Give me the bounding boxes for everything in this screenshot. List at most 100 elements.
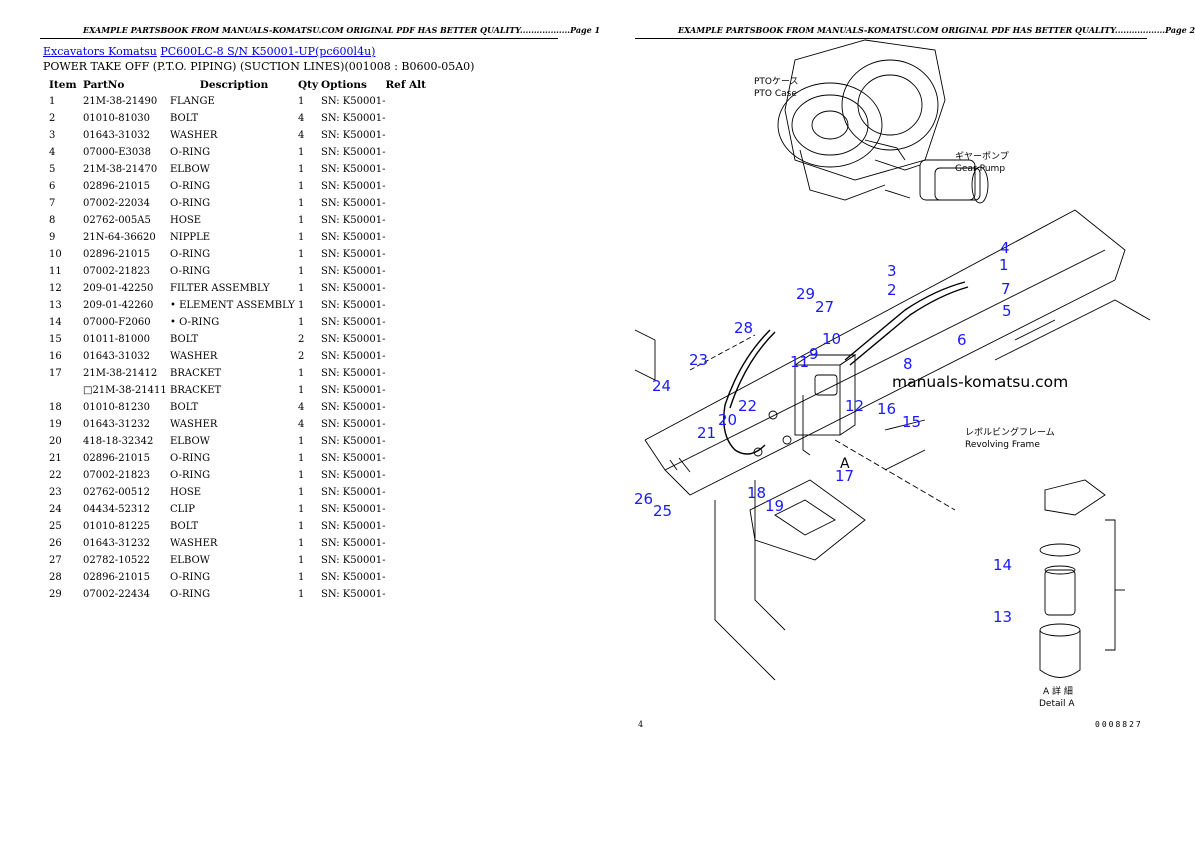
cell-desc: ELBOW — [170, 555, 210, 566]
cell-qty: 1 — [298, 521, 305, 532]
cell-qty: 1 — [298, 487, 305, 498]
cell-opt: SN: K50001- — [321, 334, 386, 345]
cell-ref — [385, 314, 429, 331]
cell-qty: 4 — [298, 130, 305, 141]
breadcrumb-link-excavators[interactable]: Excavators Komatsu — [43, 45, 157, 58]
cell-item: 5 — [49, 164, 56, 175]
pto-case-label-jp: PTOケース — [754, 76, 799, 87]
cell-ref — [385, 195, 429, 212]
cell-desc: BOLT — [170, 521, 199, 532]
cell-opt: SN: K50001- — [321, 521, 386, 532]
cell-ref — [385, 93, 429, 110]
cell-item: 11 — [49, 266, 62, 277]
cell-part: 01643-31232 — [83, 538, 151, 549]
cell-part: 01010-81230 — [83, 402, 151, 413]
cell-qty: 2 — [298, 351, 305, 362]
parts-list-page: EXAMPLE PARTSBOOK FROM MANUALS-KOMATSU.C… — [0, 0, 600, 842]
cell-qty: 1 — [298, 198, 305, 209]
callout-label: 23 — [689, 351, 708, 369]
column-header-qty: Qty — [298, 78, 319, 91]
cell-item: 2 — [49, 113, 56, 124]
cell-desc: ELBOW — [170, 164, 210, 175]
cell-qty: 1 — [298, 147, 305, 158]
cell-opt: SN: K50001- — [321, 232, 386, 243]
exploded-parts-diagram: PTOケース PTO Case ギヤーポンプ Gear Pump レボルビングフ… — [634, 39, 1151, 709]
callout-label: 24 — [652, 377, 671, 395]
cell-qty: 1 — [298, 300, 305, 311]
callout-label: 25 — [653, 502, 672, 520]
callout-label: 19 — [765, 497, 784, 515]
cell-item: 19 — [49, 419, 62, 430]
pto-case-drawing — [777, 39, 989, 204]
cell-opt: SN: K50001- — [321, 385, 386, 396]
cell-ref — [385, 280, 429, 297]
cell-part: 01643-31032 — [83, 351, 151, 362]
filter-bracket-drawing — [669, 354, 926, 473]
cell-ref — [385, 382, 429, 399]
cell-ref — [385, 212, 429, 229]
cell-item: 26 — [49, 538, 62, 549]
callout-label: 18 — [747, 484, 766, 502]
cell-part: 02896-21015 — [83, 181, 151, 192]
cell-part: 02896-21015 — [83, 249, 151, 260]
cell-part: 02896-21015 — [83, 453, 151, 464]
cell-item: 13 — [49, 300, 62, 311]
cell-ref — [385, 484, 429, 501]
watermark: manuals-komatsu.com — [892, 373, 1069, 391]
cell-qty: 4 — [298, 402, 305, 413]
callout-label: 29 — [796, 285, 815, 303]
callout-label: 13 — [993, 608, 1012, 626]
callout-label: 22 — [738, 397, 757, 415]
cell-opt: SN: K50001- — [321, 589, 386, 600]
cell-part: 04434-52312 — [83, 504, 151, 515]
cell-qty: 4 — [298, 419, 305, 430]
cell-opt: SN: K50001- — [321, 351, 386, 362]
cell-item: 15 — [49, 334, 62, 345]
callout-label: 2 — [887, 281, 897, 299]
cell-qty: 4 — [298, 113, 305, 124]
diagram-page: EXAMPLE PARTSBOOK FROM MANUALS-KOMATSU.C… — [595, 0, 1195, 842]
cell-desc: ELBOW — [170, 436, 210, 447]
cell-opt: SN: K50001- — [321, 453, 386, 464]
cell-item: 28 — [49, 572, 62, 583]
callout-label: 4 — [1000, 239, 1010, 257]
cell-item: 3 — [49, 130, 56, 141]
detail-label-jp: A 詳 細 — [1043, 685, 1073, 697]
footer-drawing-number: 0008827 — [1095, 720, 1143, 729]
cell-desc: NIPPLE — [170, 232, 211, 243]
cell-item: 8 — [49, 215, 56, 226]
cell-desc: • O-RING — [170, 317, 220, 328]
cell-qty: 1 — [298, 215, 305, 226]
cell-opt: SN: K50001- — [321, 96, 386, 107]
callout-label: 11 — [790, 353, 809, 371]
callout-label: 28 — [734, 319, 753, 337]
cell-opt: SN: K50001- — [321, 147, 386, 158]
cell-opt: SN: K50001- — [321, 470, 386, 481]
cell-desc: O-RING — [170, 572, 211, 583]
cell-ref — [385, 127, 429, 144]
cell-part: 01643-31032 — [83, 130, 151, 141]
cell-desc: BRACKET — [170, 368, 222, 379]
cell-opt: SN: K50001- — [321, 198, 386, 209]
cell-item: 27 — [49, 555, 62, 566]
column-header-item: Item — [49, 78, 77, 91]
cell-qty: 1 — [298, 385, 305, 396]
cell-ref — [385, 365, 429, 382]
cell-ref — [385, 229, 429, 246]
breadcrumb-link-model[interactable]: PC600LC-8 S/N K50001-UP(pc600l4u) — [160, 45, 376, 58]
cell-item: 22 — [49, 470, 62, 481]
cell-item: 9 — [49, 232, 56, 243]
cell-item: 17 — [49, 368, 62, 379]
cell-item: 1 — [49, 96, 56, 107]
cell-desc: BRACKET — [170, 385, 222, 396]
